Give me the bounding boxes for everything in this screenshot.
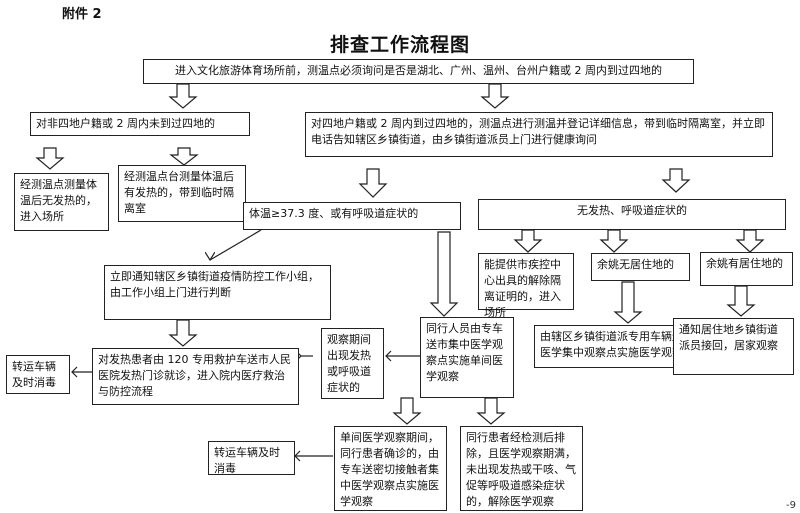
node-has-residence: 余姚有居住地的 <box>700 252 793 286</box>
node-notify-group: 立即通知辖区乡镇街道疫情防控工作小组，由工作小组上门进行判断 <box>104 265 331 320</box>
node-region: 对四地户籍或 2 周内到过四地的，测温点进行测温并登记详细信息，带到临时隔离室，… <box>305 112 773 157</box>
arrow-nosymptom-to-hasres <box>735 229 765 253</box>
arrow-nonregion-to-fever <box>169 147 199 166</box>
corner-mark: -9 <box>786 500 796 511</box>
arrow-nonregion-to-normal <box>35 147 65 170</box>
node-top-question: 进入文化旅游体育场所前，测温点必须询问是否是湖北、广州、温州、台州户籍或 2 周… <box>143 59 694 84</box>
arrow-nosymptom-to-nores <box>599 229 629 253</box>
arrow-region-to-symptom <box>358 168 388 198</box>
arrow-top-to-region <box>480 83 510 109</box>
node-fever-patient: 对发热患者由 120 专用救护车送市人民医院发热门诊就诊，进入院内医疗救治与防控… <box>92 348 299 405</box>
arrow-nosymptom-to-cert <box>513 229 543 253</box>
node-no-residence: 余姚无居住地的 <box>591 253 690 281</box>
node-companions: 同行人员由专车送市集中医学观察点实施单间医学观察 <box>420 317 514 398</box>
node-temp-normal-enter: 经测温点测量体温后无发热的，进入场所 <box>14 173 109 231</box>
node-fever-symptom: 体温≥37.3 度、或有呼吸道症状的 <box>243 202 461 230</box>
arrow-group-to-patient <box>168 319 198 347</box>
arrow-symptom-to-companions <box>429 231 459 317</box>
node-excluded: 同行患者经检测后排除，且医学观察期满，未出现发热或干咳、气促等呼吸道感染症状的，… <box>460 426 583 511</box>
node-disinfect-1: 转运车辆及时消毒 <box>6 355 70 394</box>
node-no-fever: 无发热、呼吸道症状的 <box>478 199 786 230</box>
node-central-observe: 由辖区乡镇街道派专用车辆送医学集中观察点实施医学观察 <box>534 325 692 368</box>
node-home-observe: 通知居住地乡镇街道派员接回，居家观察 <box>673 318 794 375</box>
arrow-region-to-nosymptom <box>661 168 691 193</box>
node-temp-fever-isolate: 经测温点台测量体温后有发热的，带到临时隔离室 <box>118 165 246 222</box>
node-observe-symptom: 观察期间出现发热或呼吸道症状的 <box>321 328 384 399</box>
arrow-hasres-to-home <box>726 285 756 317</box>
node-single-observe: 单间医学观察期间，同行患者确诊的，由专车送密切接触者集中医学观察点实施医学观察 <box>334 426 447 511</box>
arrow-top-to-nonregion <box>168 83 198 109</box>
arrow-nores-to-central <box>613 281 643 324</box>
arrow-companions-to-single <box>392 397 422 425</box>
attachment-label: 附件 2 <box>62 7 102 22</box>
node-non-region: 对非四地户籍或 2 周内未到过四地的 <box>30 112 250 136</box>
diagram-title: 排查工作流程图 <box>329 34 470 56</box>
arrow-companions-to-excluded <box>476 397 506 425</box>
node-cert-enter: 能提供市疾控中心出具的解除隔离证明的，进入场所 <box>478 253 574 319</box>
node-disinfect-2: 转运车辆及时消毒 <box>208 441 295 475</box>
